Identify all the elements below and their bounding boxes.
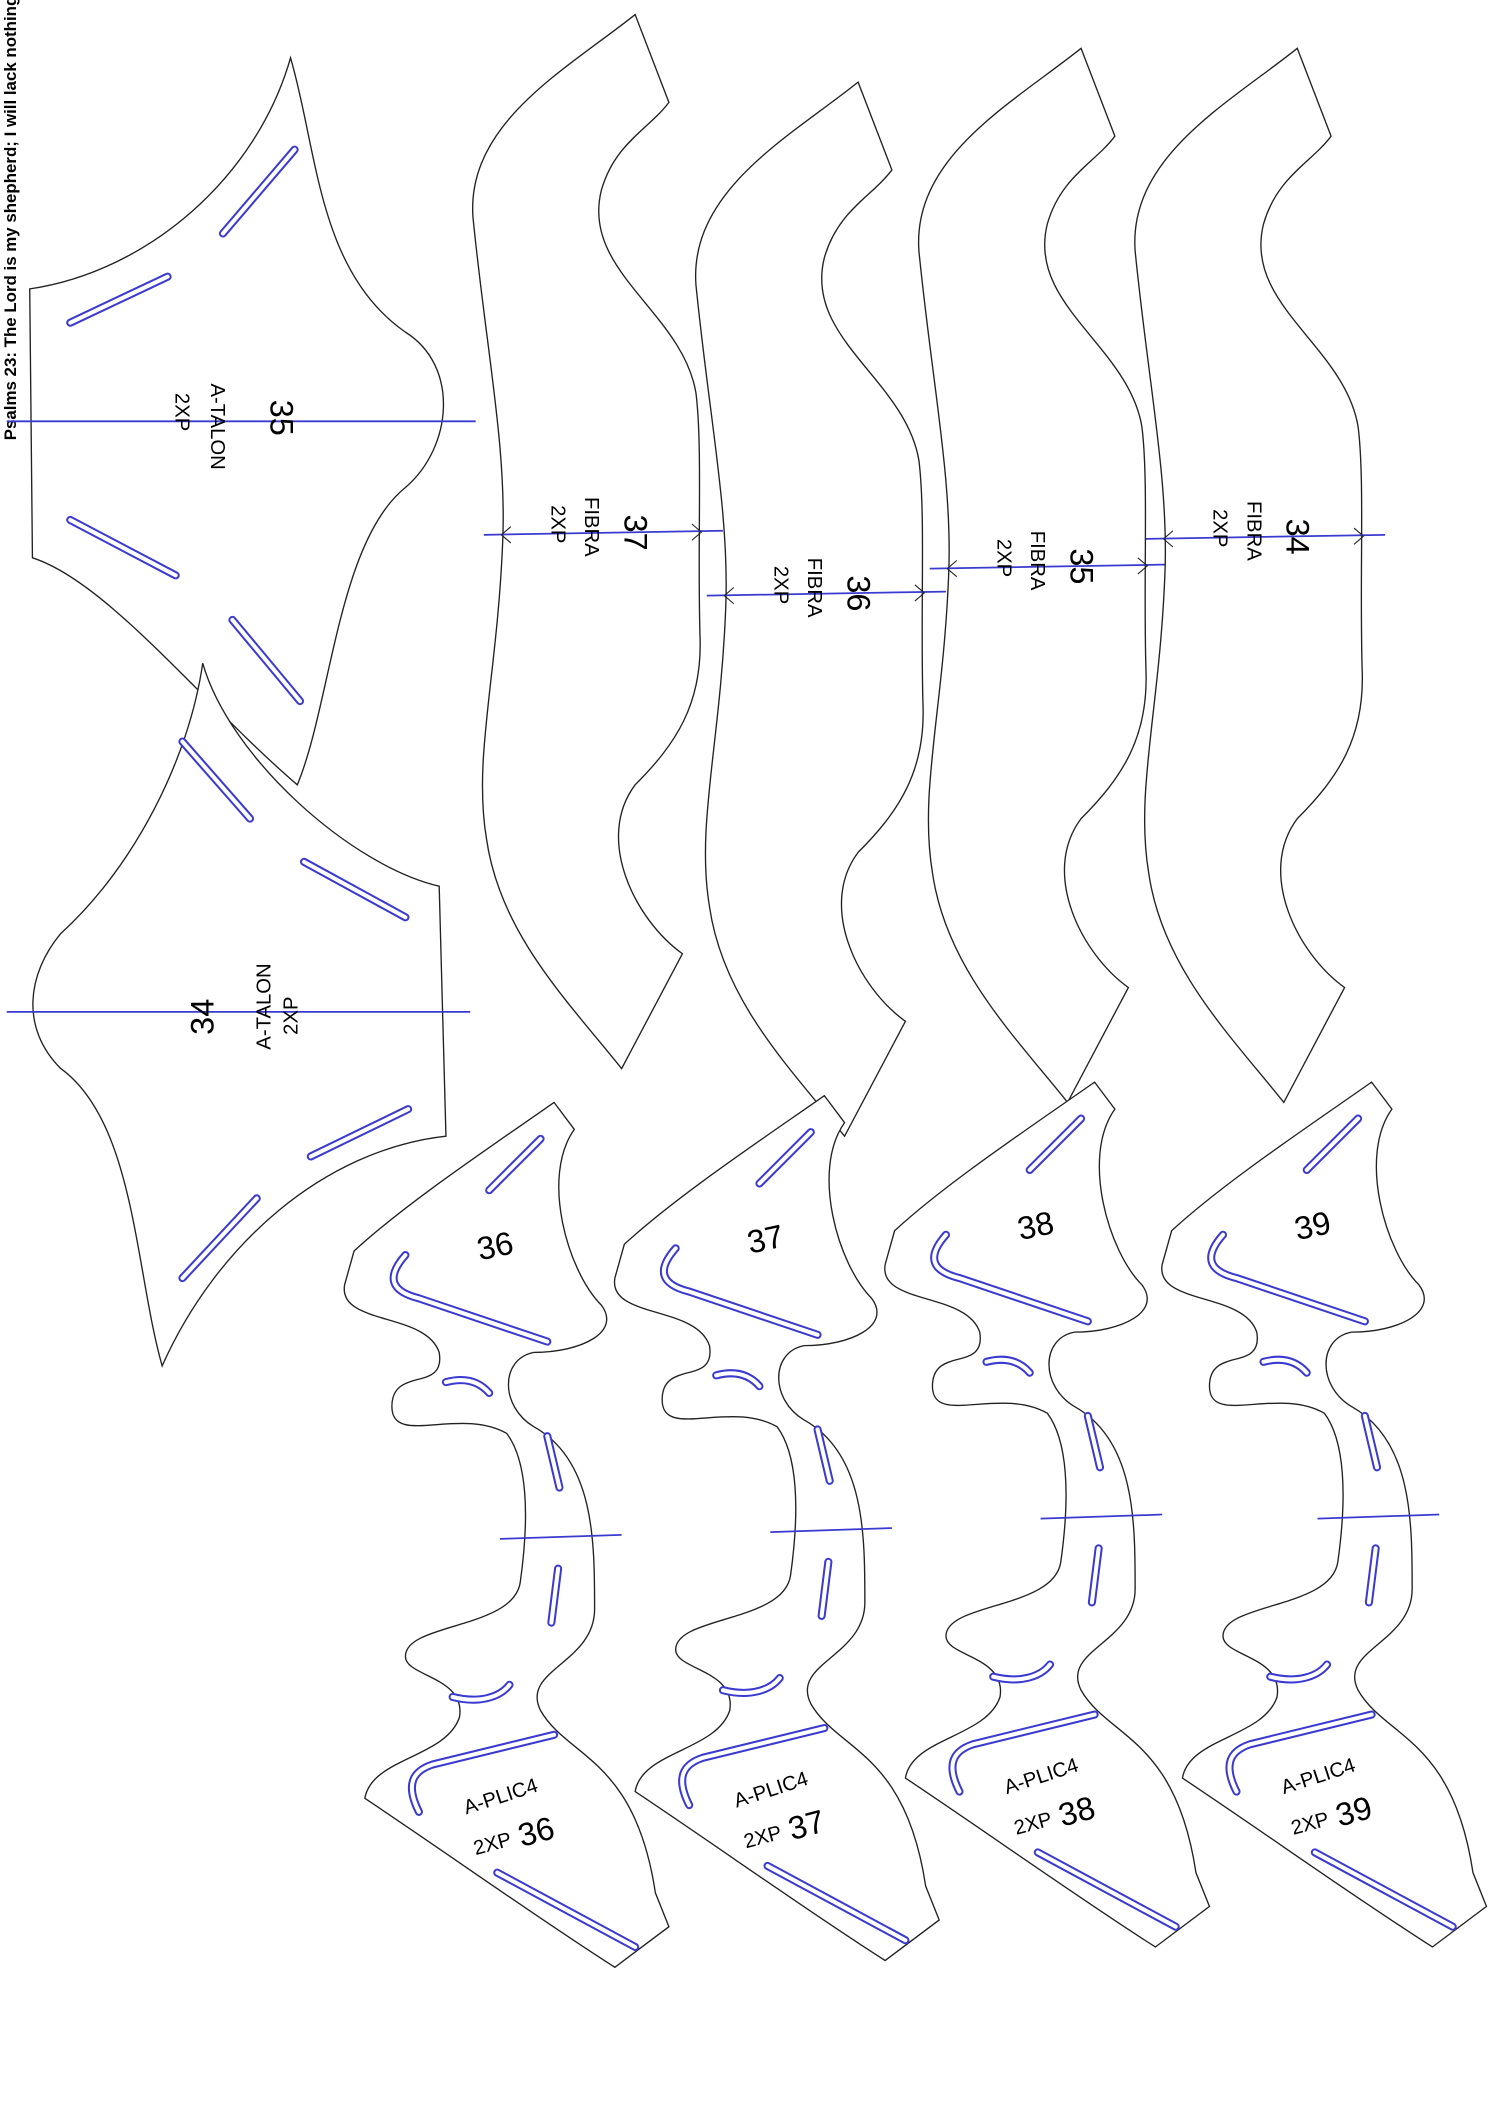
aplic-size-bottom: 37 xyxy=(784,1803,828,1847)
header-verse: Psalms 23: The Lord is my shepherd; I wi… xyxy=(1,0,20,440)
fibra-qty: 2XP xyxy=(769,566,791,604)
fibra-piece: 37 FIBRA 2XP xyxy=(472,13,723,1070)
talon-piece-34: 34 A-TALON 2XP xyxy=(6,663,471,1368)
fibra-name: FIBRA xyxy=(1026,531,1048,591)
fibra-size: 37 xyxy=(617,515,653,551)
aplic-size: 36 xyxy=(474,1225,517,1268)
talon-piece-35: 35 A-TALON 2XP xyxy=(6,55,476,786)
talon-size: 35 xyxy=(263,400,299,436)
fibra-name: FIBRA xyxy=(803,558,825,618)
talon-name: A-TALON xyxy=(206,383,228,469)
aplic-size-bottom: 39 xyxy=(1332,1789,1376,1833)
fibra-name: FIBRA xyxy=(1242,501,1264,561)
fibra-piece: 35 FIBRA 2XP xyxy=(918,47,1169,1104)
talon-qty: 2XP xyxy=(171,393,193,431)
talon-name: A-TALON xyxy=(253,963,275,1049)
fibra-qty: 2XP xyxy=(1209,509,1231,547)
fibra-qty: 2XP xyxy=(546,505,568,543)
fibra-qty: 2XP xyxy=(992,539,1014,577)
aplic-size: 37 xyxy=(744,1218,787,1261)
talon-size: 34 xyxy=(185,999,221,1035)
fibra-piece: 36 FIBRA 2XP xyxy=(695,81,946,1138)
fibra-size: 34 xyxy=(1279,519,1315,555)
aplic-size: 38 xyxy=(1014,1204,1057,1247)
aplic-size-bottom: 38 xyxy=(1055,1789,1099,1833)
aplic-size: 39 xyxy=(1291,1204,1334,1247)
fibra-size: 35 xyxy=(1063,548,1099,584)
fibra-size: 36 xyxy=(840,575,876,611)
talon-qty: 2XP xyxy=(280,997,302,1035)
fibra-piece: 34 FIBRA 2XP xyxy=(1134,47,1386,1104)
fibra-name: FIBRA xyxy=(580,497,602,557)
aplic-size-bottom: 36 xyxy=(514,1810,558,1854)
